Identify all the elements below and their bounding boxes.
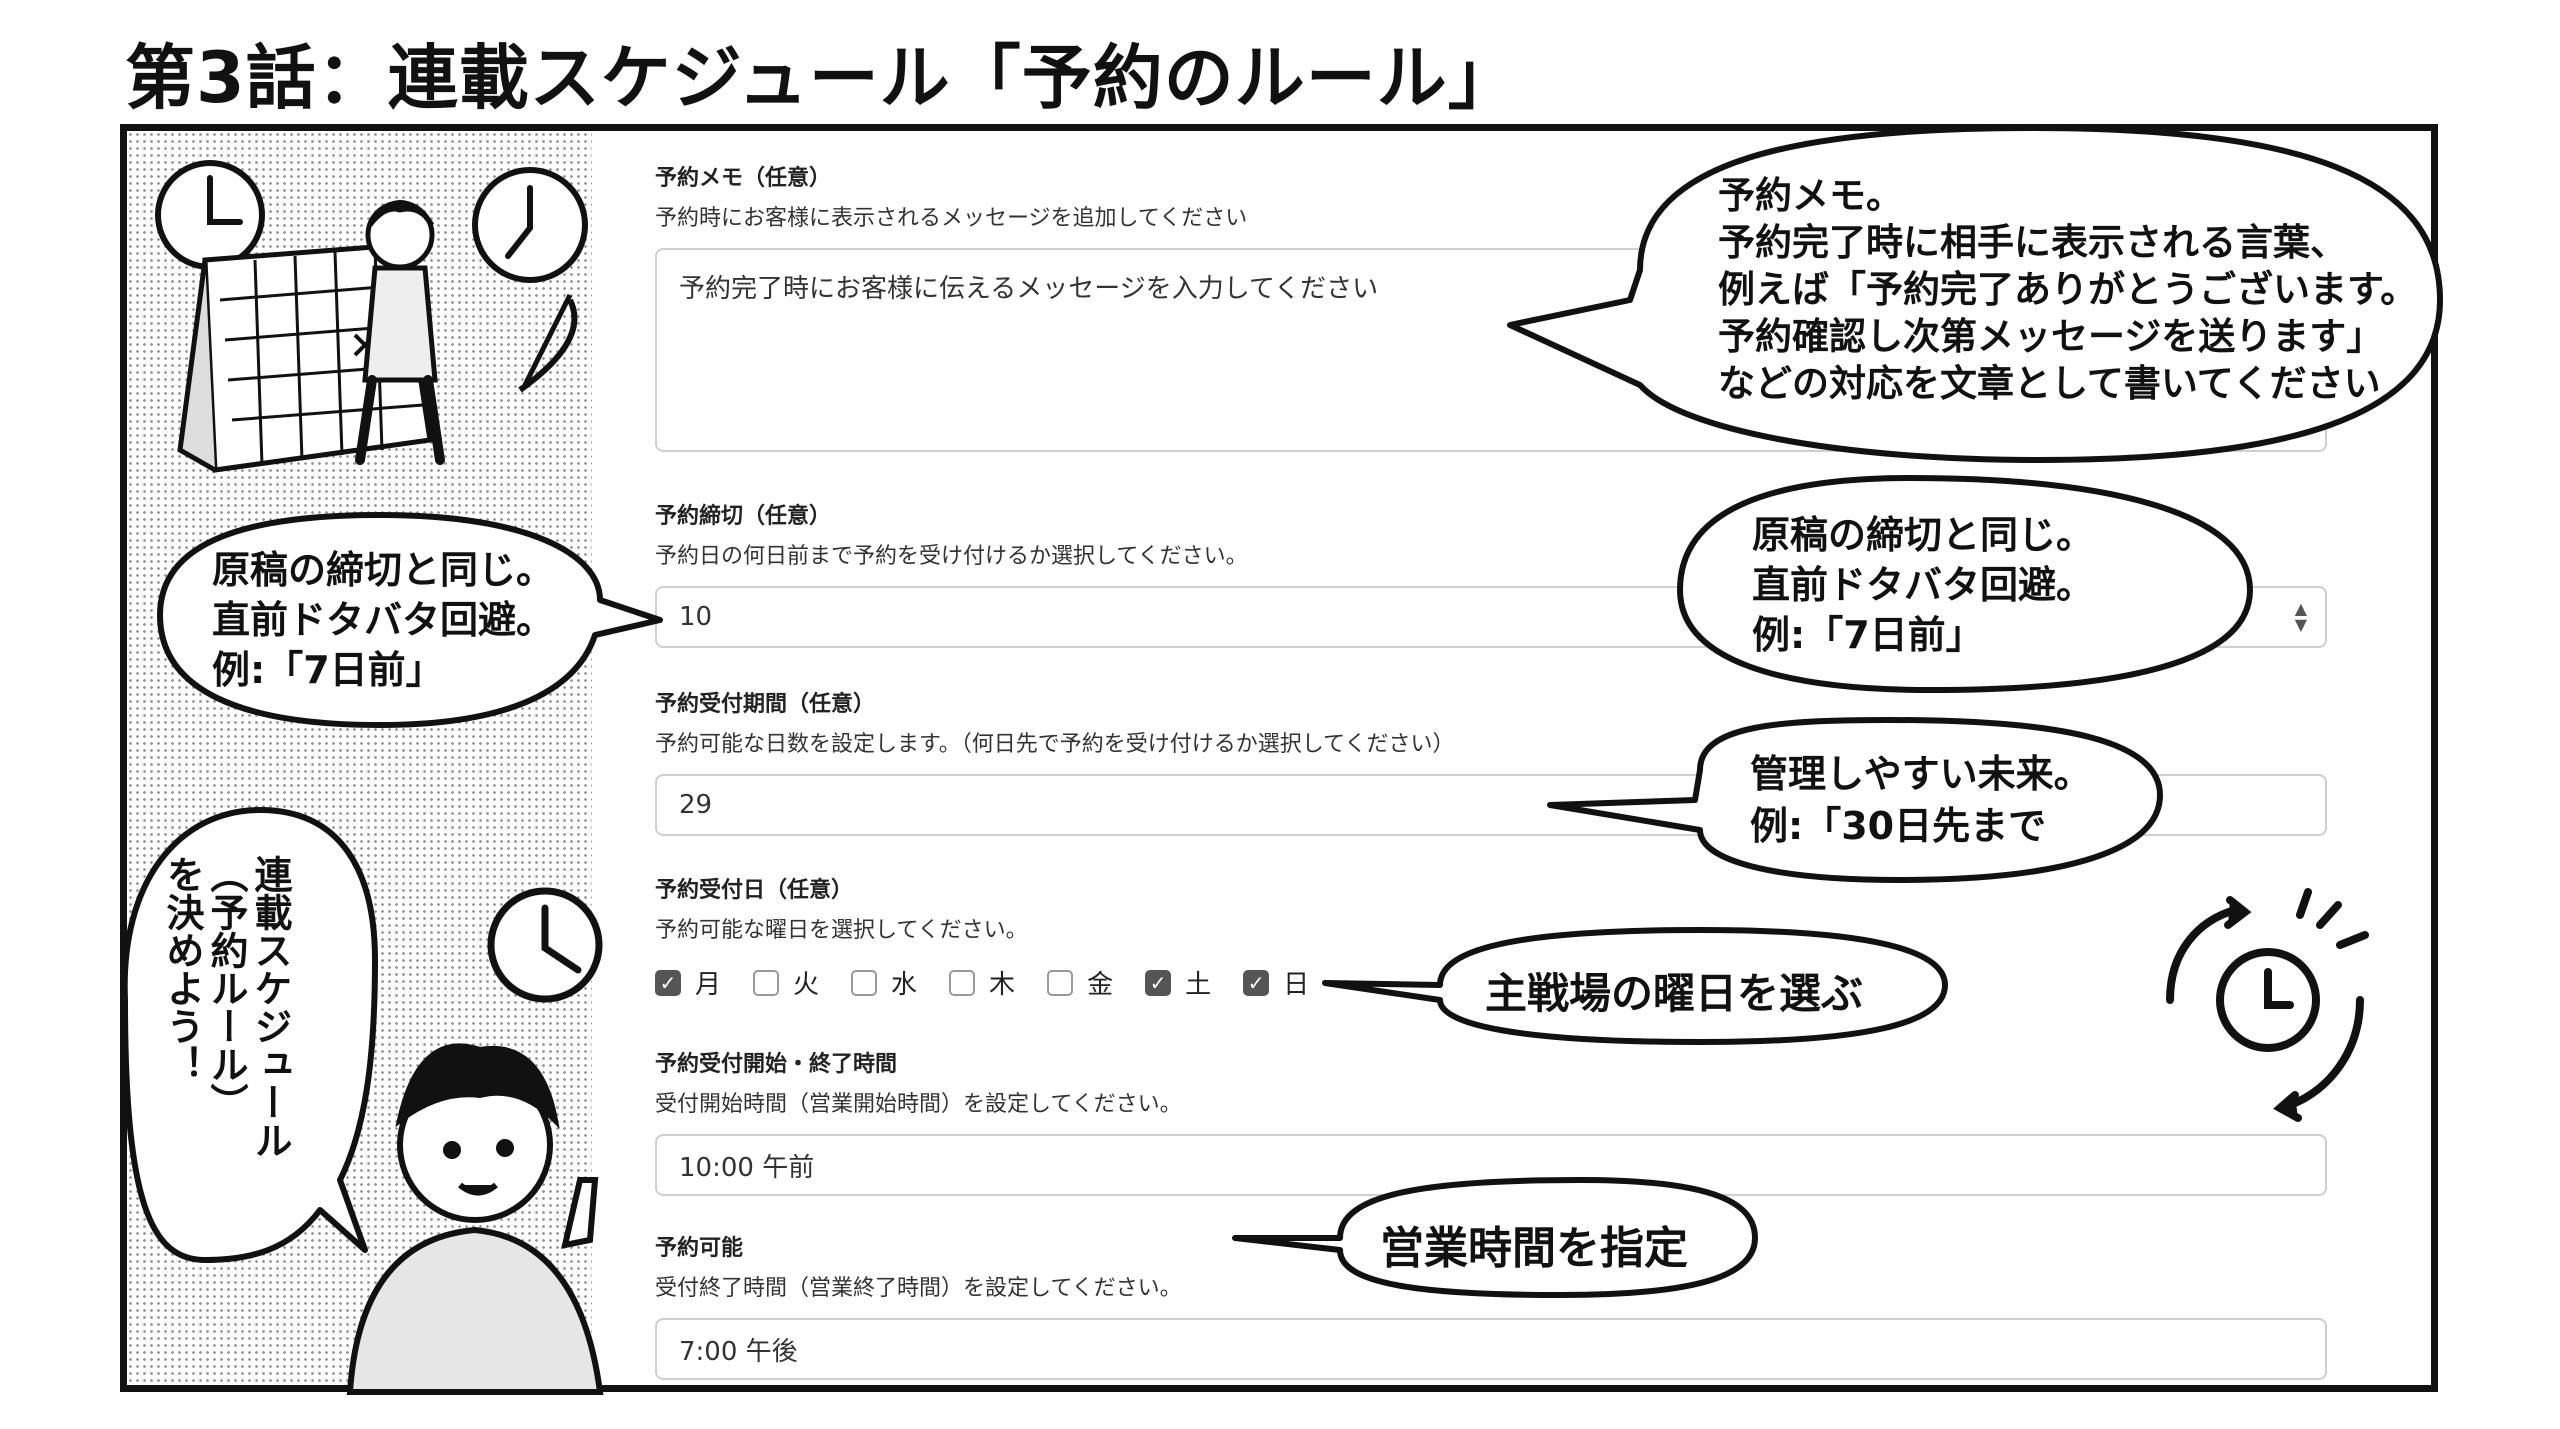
memo-help: 予約時にお客様に表示されるメッセージを追加してください	[655, 206, 1248, 231]
bubble-period-text: 管理しやすい未来。 例:「30日先まで	[1750, 752, 2092, 848]
end-label: 予約可能	[655, 1236, 744, 1261]
speech-bubble-deadline-left	[157, 512, 663, 728]
bubble-weekdays-text: 主戦場の曜日を選ぶ	[1485, 969, 1864, 1018]
bubble-vertical-text: 連載スケジュール（予約ルール）を決めよう！	[160, 855, 292, 1159]
period-value: 29	[679, 790, 713, 820]
speech-bubble-weekdays	[1322, 927, 1948, 1045]
period-help: 予約可能な日数を設定します。（何日先で予約を受け付けるか選択してください）	[655, 732, 1455, 757]
day-sat[interactable]: ✓土	[1145, 964, 1211, 1001]
spinner-arrows-icon[interactable]: ▲▼	[2294, 599, 2307, 634]
checkbox[interactable]	[949, 969, 976, 996]
memo-placeholder: 予約完了時にお客様に伝えるメッセージを入力してください	[679, 274, 1379, 304]
day-mon[interactable]: ✓月	[655, 964, 721, 1001]
day-fri[interactable]: 金	[1047, 964, 1113, 1001]
speech-bubble-hours	[1232, 1177, 1758, 1298]
day-wed[interactable]: 水	[851, 964, 917, 1001]
start-time-value: 10:00 午前	[679, 1152, 815, 1183]
checkbox[interactable]	[851, 969, 878, 996]
start-label: 予約受付開始・終了時間	[655, 1052, 898, 1077]
end-time-value: 7:00 午後	[679, 1336, 798, 1367]
period-label: 予約受付期間（任意）	[655, 692, 876, 717]
curved-arrow-icon	[518, 298, 578, 393]
memo-label: 予約メモ（任意）	[655, 166, 832, 191]
clock-icon	[487, 887, 603, 1003]
bubble-deadline-left-text: 原稿の締切と同じ。 直前ドタバタ回避。 例:「7日前」	[212, 548, 555, 692]
checkbox-check-icon[interactable]: ✓	[1243, 969, 1270, 996]
checkbox[interactable]	[1047, 969, 1074, 996]
end-help: 受付終了時間（営業終了時間）を設定してください。	[655, 1276, 1182, 1301]
speech-bubble-vertical	[121, 807, 378, 1263]
deadline-label: 予約締切（任意）	[655, 504, 832, 529]
day-sun[interactable]: ✓日	[1243, 964, 1309, 1001]
page-title: 第3話：連載スケジュール「予約のルール」	[125, 37, 1519, 119]
bubble-memo-text: 予約メモ。 予約完了時に相手に表示される言葉、 例えば「予約完了ありがとうござい…	[1718, 174, 2418, 405]
weekday-checkboxes: ✓月 火 水 木 金 ✓土 ✓日	[655, 964, 1341, 1001]
speech-bubble-memo	[1507, 125, 2443, 463]
speech-bubble-deadline-right	[1677, 475, 2253, 693]
checkbox-check-icon[interactable]: ✓	[1145, 969, 1172, 996]
character-boy-pointing	[346, 1043, 604, 1395]
bubble-deadline-right-text: 原稿の締切と同じ。 直前ドタバタ回避。 例:「7日前」	[1752, 513, 2095, 657]
day-thu[interactable]: 木	[949, 964, 1015, 1001]
character-boy-calendar	[355, 200, 573, 465]
clock-icon	[472, 167, 588, 283]
bubble-hours-text: 営業時間を指定	[1380, 1223, 1688, 1274]
speech-bubble-period	[1547, 717, 2163, 883]
deadline-help: 予約日の何日前まで予約を受け付けるか選択してください。	[655, 544, 1248, 569]
clock-icon	[155, 160, 265, 270]
checkbox-check-icon[interactable]: ✓	[655, 969, 681, 996]
stopwatch-refresh-icon	[2166, 888, 2369, 1122]
weekdays-help: 予約可能な曜日を選択してください。	[655, 918, 1028, 943]
checkbox[interactable]	[753, 969, 780, 996]
deadline-value: 10	[679, 602, 713, 632]
end-time-input[interactable]: 7:00 午後	[655, 1318, 2327, 1380]
day-tue[interactable]: 火	[753, 964, 819, 1001]
weekdays-label: 予約受付日（任意）	[655, 878, 854, 903]
start-help: 受付開始時間（営業開始時間）を設定してください。	[655, 1092, 1182, 1117]
